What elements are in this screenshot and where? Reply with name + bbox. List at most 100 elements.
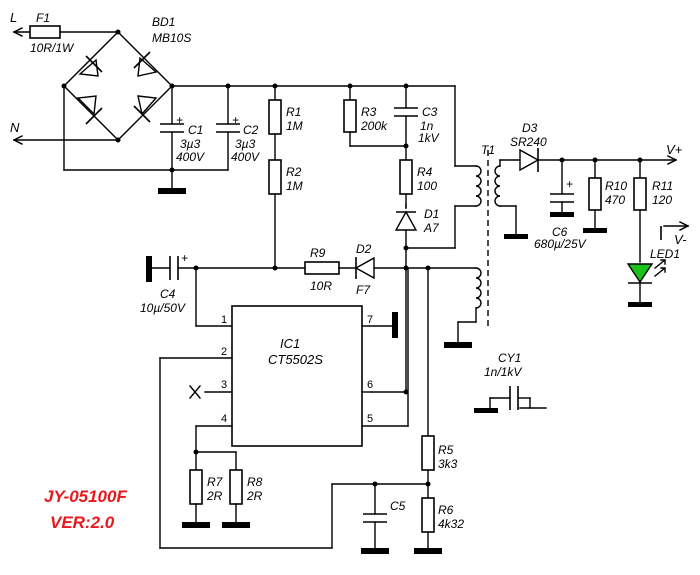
- c3-ref: C3: [422, 105, 438, 119]
- c2-ref: C2: [243, 123, 259, 137]
- d3-value: SR240: [510, 135, 547, 149]
- c6-ref: C6: [552, 225, 568, 239]
- r10-value: 470: [605, 193, 625, 207]
- net-label-neutral: N: [10, 120, 20, 135]
- r1-ref: R1: [286, 105, 301, 119]
- f1-value: 10R/1W: [30, 41, 75, 55]
- ground-icon: [583, 228, 607, 233]
- ground-icon: [628, 302, 652, 307]
- ac-input: L F1 10R/1W N: [10, 10, 119, 145]
- model-title: JY-05100F: [44, 487, 127, 506]
- ground-icon: [146, 256, 152, 282]
- c6-plus: +: [566, 177, 573, 191]
- r8-ref: R8: [247, 475, 263, 489]
- resistor-r4: R4 100: [399, 159, 437, 195]
- cy1-ref: CY1: [498, 351, 521, 365]
- ground-icon: [414, 548, 442, 554]
- d2-ref: D2: [356, 242, 372, 256]
- ground-icon: [474, 408, 498, 413]
- c2-value-2: 400V: [231, 150, 260, 164]
- capacitor-cy1: CY1 1n/1kV: [474, 351, 547, 413]
- ic1-pin: 6: [367, 379, 373, 391]
- ground-icon: [222, 522, 250, 528]
- ic1-chip: IC1 CT5502S 1 2 3 4 5 6 7: [221, 305, 373, 447]
- r9-value: 10R: [310, 279, 332, 293]
- net-label-vplus: V+: [666, 142, 683, 157]
- ground-icon: [182, 522, 210, 528]
- resistor-r7: R7 2R: [182, 451, 224, 528]
- diode-icon: [133, 95, 158, 123]
- resistor-r6: R6 4k32: [421, 497, 464, 533]
- c1-plus: +: [176, 113, 183, 127]
- c6-value: 680µ/25V: [534, 237, 587, 251]
- c1-ref: C1: [188, 123, 203, 137]
- resistor-r2: R2 1M: [268, 159, 303, 195]
- capacitor-c3: C3 1n 1kV: [394, 85, 440, 147]
- r7-ref: R7: [207, 475, 224, 489]
- r4-ref: R4: [417, 165, 433, 179]
- ground-icon: [504, 234, 528, 239]
- c1-value-2: 400V: [176, 150, 205, 164]
- r10-ref: R10: [605, 179, 627, 193]
- ic1-pin: 1: [221, 314, 227, 326]
- resistor-r3: R3 200k: [343, 85, 388, 147]
- arrow-icon: [667, 155, 677, 165]
- c2-plus: +: [232, 113, 239, 127]
- fuse-f1: [29, 25, 61, 39]
- r3-ref: R3: [361, 105, 377, 119]
- r6-ref: R6: [438, 503, 454, 517]
- arrow-icon: [13, 27, 23, 37]
- capacitor-c1: + C1 3µ3 400V: [160, 85, 205, 173]
- ic1-pin: 3: [221, 379, 227, 391]
- light-emission-icon: [654, 259, 666, 269]
- r11-ref: R11: [652, 179, 673, 193]
- f1-ref: F1: [36, 11, 50, 25]
- r3-value: 200k: [360, 119, 388, 133]
- diode-d2: D2 F7: [354, 242, 375, 297]
- resistor-r9: R9 10R: [304, 246, 340, 293]
- c2-value-1: 3µ3: [235, 137, 256, 151]
- no-connect-icon: [189, 385, 201, 399]
- capacitor-c2: + C2 3µ3 400V: [171, 85, 260, 171]
- arrow-icon: [679, 221, 689, 231]
- capacitor-c5: C5: [361, 483, 406, 554]
- d2-value: F7: [356, 283, 371, 297]
- bd1-value: MB10S: [152, 31, 191, 45]
- cy1-value: 1n/1kV: [484, 365, 522, 379]
- d1-ref: D1: [424, 207, 439, 221]
- c5-ref: C5: [390, 499, 406, 513]
- diode-icon: [78, 55, 103, 77]
- d1-value: A7: [423, 221, 440, 235]
- r8-value: 2R: [246, 489, 263, 503]
- c4-plus: +: [181, 251, 188, 265]
- resistor-r5: R5 3k3: [421, 435, 458, 471]
- ground-icon: [158, 188, 186, 194]
- diode-icon: [133, 51, 158, 77]
- r2-value: 1M: [286, 179, 303, 193]
- c4-value: 10µ/50V: [140, 301, 186, 315]
- c4-ref: C4: [160, 287, 176, 301]
- c3-value-1: 1n: [420, 119, 434, 133]
- arrow-icon: [13, 135, 23, 145]
- d3-ref: D3: [522, 121, 538, 135]
- ground-icon: [392, 312, 398, 338]
- r6-value: 4k32: [438, 517, 464, 531]
- ground-icon: [444, 342, 472, 348]
- ground-icon: [361, 548, 389, 554]
- bridge-rectifier-bd1: BD1 MB10S: [61, 15, 191, 143]
- r7-value: 2R: [206, 489, 223, 503]
- r5-ref: R5: [438, 443, 454, 457]
- c3-value-2: 1kV: [418, 131, 440, 145]
- resistor-r1: R1 1M: [268, 85, 303, 135]
- diode-d3: D3 SR240: [510, 121, 547, 172]
- ic1-pin: 7: [367, 314, 373, 326]
- t1-ref: T1: [481, 143, 495, 157]
- r5-value: 3k3: [438, 457, 458, 471]
- light-emission-icon: [654, 267, 666, 277]
- led-led1: LED1: [626, 247, 680, 307]
- r11-value: 120: [652, 193, 672, 207]
- r4-value: 100: [417, 179, 437, 193]
- transformer-t1: T1: [475, 143, 501, 326]
